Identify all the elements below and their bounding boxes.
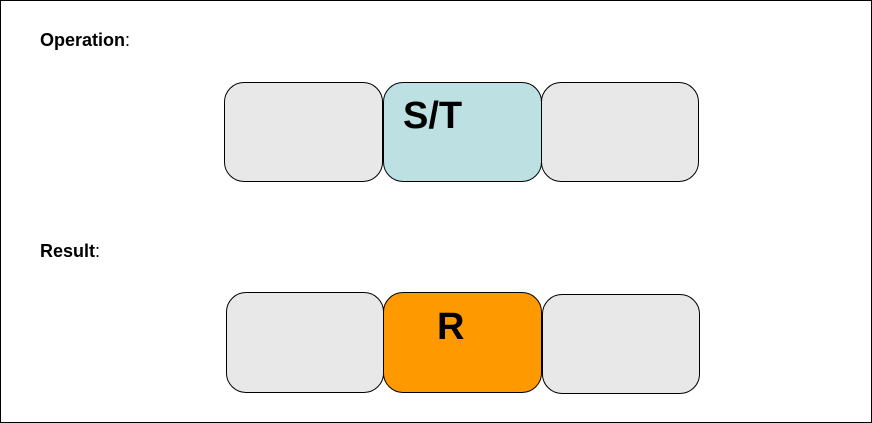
result-cell-1 [226, 292, 384, 393]
result-colon: : [95, 241, 101, 261]
result-cell-2: R [383, 292, 542, 393]
operation-cell-3 [541, 82, 699, 182]
result-label: Result [40, 241, 96, 261]
result-cell-2-text: R [437, 306, 465, 348]
result-cell-3 [542, 294, 700, 394]
result-heading: Result: [40, 241, 100, 261]
operation-colon: : [125, 30, 131, 50]
operation-label: Operation [40, 30, 126, 50]
operation-cell-2-text: S/T [403, 95, 463, 137]
operation-cell-2: S/T [383, 82, 542, 182]
operation-heading: Operation: [40, 30, 130, 50]
operation-cell-1 [224, 82, 383, 182]
